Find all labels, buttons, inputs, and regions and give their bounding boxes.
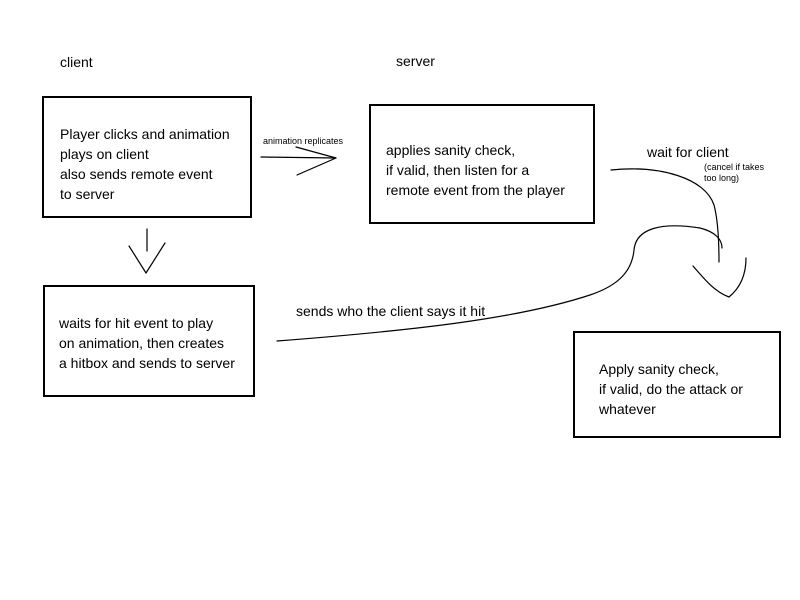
client-hitbox-text: waits for hit event to play on animation…: [59, 315, 235, 371]
down-arrow-head: [128, 242, 166, 274]
sends-hit-label: sends who the client says it hit: [296, 303, 486, 319]
client-click-box: Player clicks and animation plays on cli…: [42, 96, 252, 218]
replicate-arrow-head: [295, 146, 337, 176]
replicate-arrow-shaft: [260, 156, 337, 159]
converge-arrow-head: [692, 257, 747, 298]
server-sanity-text: applies sanity check, if valid, then lis…: [386, 142, 565, 198]
client-column-header: client: [60, 54, 93, 70]
animation-replicates-label: animation replicates: [263, 136, 344, 146]
cancel-note-label: (cancel if takes too long): [704, 162, 765, 183]
wait-curve: [610, 168, 720, 263]
server-sanity-box: applies sanity check, if valid, then lis…: [369, 104, 595, 224]
client-hitbox-box: waits for hit event to play on animation…: [43, 285, 255, 397]
server-column-header: server: [396, 53, 435, 69]
server-attack-box: Apply sanity check, if valid, do the att…: [573, 331, 781, 438]
sends-hit-curve: [276, 225, 723, 342]
server-attack-text: Apply sanity check, if valid, do the att…: [599, 361, 743, 417]
client-click-text: Player clicks and animation plays on cli…: [60, 126, 230, 202]
wait-for-client-label: wait for client: [647, 144, 729, 160]
